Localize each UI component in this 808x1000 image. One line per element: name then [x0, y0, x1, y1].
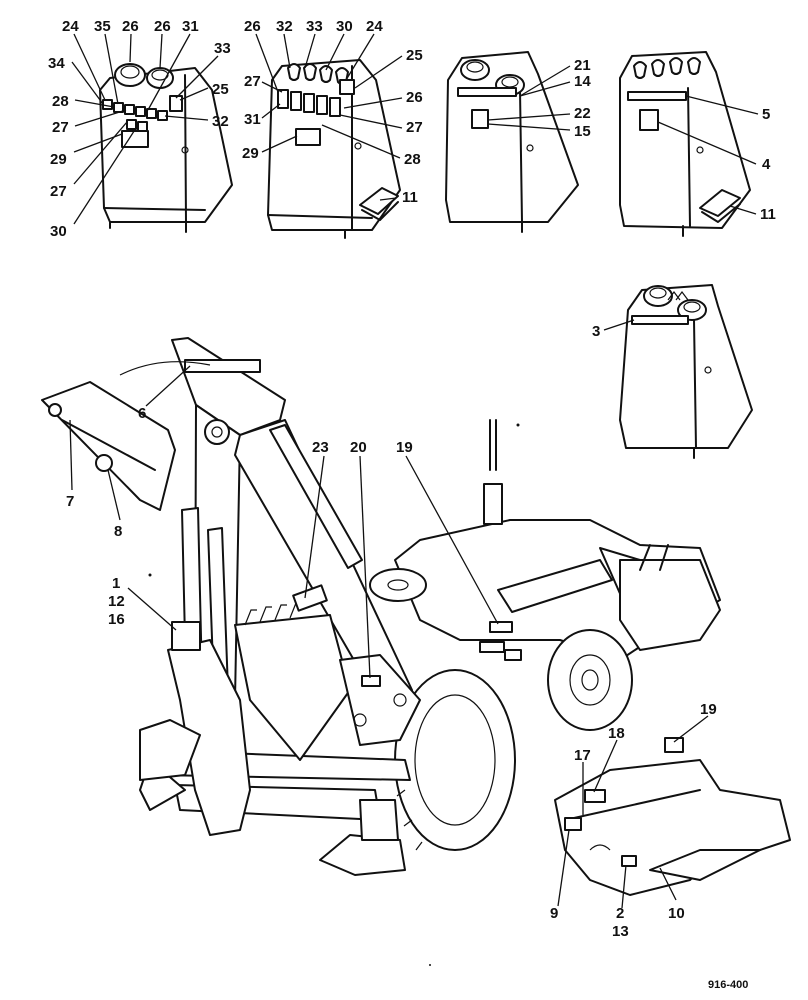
callout-label: 33 [214, 40, 231, 57]
callout-label: 19 [700, 701, 717, 718]
callout-label: 30 [336, 18, 353, 35]
callout-label: 32 [212, 113, 229, 130]
leader-lines [69, 33, 759, 909]
callout-label: 27 [52, 119, 69, 136]
callout-label: 8 [114, 523, 122, 540]
callout-label: 29 [242, 145, 259, 162]
callout-label: 17 [574, 747, 591, 764]
callout-label: 6 [138, 405, 146, 422]
callout-label: 5 [762, 106, 770, 123]
callout-label: 32 [276, 18, 293, 35]
callout-label: 4 [762, 156, 771, 173]
callout-label: 11 [402, 189, 418, 206]
console-view-e [619, 284, 753, 459]
callout-label: 35 [94, 18, 111, 35]
callout-label: 27 [406, 119, 423, 136]
callout-labels: 24 35 26 26 31 33 34 28 27 29 27 30 25 3… [48, 18, 776, 991]
callout-label: 19 [396, 439, 413, 456]
callout-label: 11 [760, 206, 776, 223]
callout-label: 26 [244, 18, 261, 35]
callout-label: 20 [350, 439, 367, 456]
callout-label: 24 [62, 18, 79, 35]
callout-label: 22 [574, 105, 591, 122]
loader-bucket-view [554, 737, 791, 896]
callout-label: 14 [574, 73, 591, 90]
callout-label: 27 [244, 73, 261, 90]
callout-label: 25 [212, 81, 229, 98]
callout-label: 31 [244, 111, 261, 128]
callout-label: 33 [306, 18, 323, 35]
callout-label: 18 [608, 725, 625, 742]
callout-label: 16 [108, 611, 125, 628]
callout-label: 9 [550, 905, 558, 922]
callout-label: 27 [50, 183, 67, 200]
callout-label: 24 [366, 18, 383, 35]
callout-label: 2 [616, 905, 624, 922]
callout-label: 3 [592, 323, 600, 340]
callout-label: 26 [406, 89, 423, 106]
callout-label: 26 [122, 18, 139, 35]
drawing-reference: 916-400 [708, 979, 748, 991]
callout-label: 12 [108, 593, 125, 610]
callout-label: 29 [50, 151, 67, 168]
callout-label: 25 [406, 47, 423, 64]
callout-label: 10 [668, 905, 685, 922]
callout-label: 28 [404, 151, 421, 168]
callout-label: 31 [182, 18, 199, 35]
callout-label: 1 [112, 575, 120, 592]
callout-label: 34 [48, 55, 65, 72]
console-view-d [619, 51, 751, 237]
callout-label: 21 [574, 57, 591, 74]
callout-label: 15 [574, 123, 591, 140]
callout-label: 28 [52, 93, 69, 110]
callout-label: 26 [154, 18, 171, 35]
callout-label: 13 [612, 923, 629, 940]
callout-label: 30 [50, 223, 67, 240]
console-view-b [267, 59, 401, 239]
callout-label: 7 [66, 493, 74, 510]
console-view-c [445, 51, 579, 233]
callout-label: 23 [312, 439, 329, 456]
